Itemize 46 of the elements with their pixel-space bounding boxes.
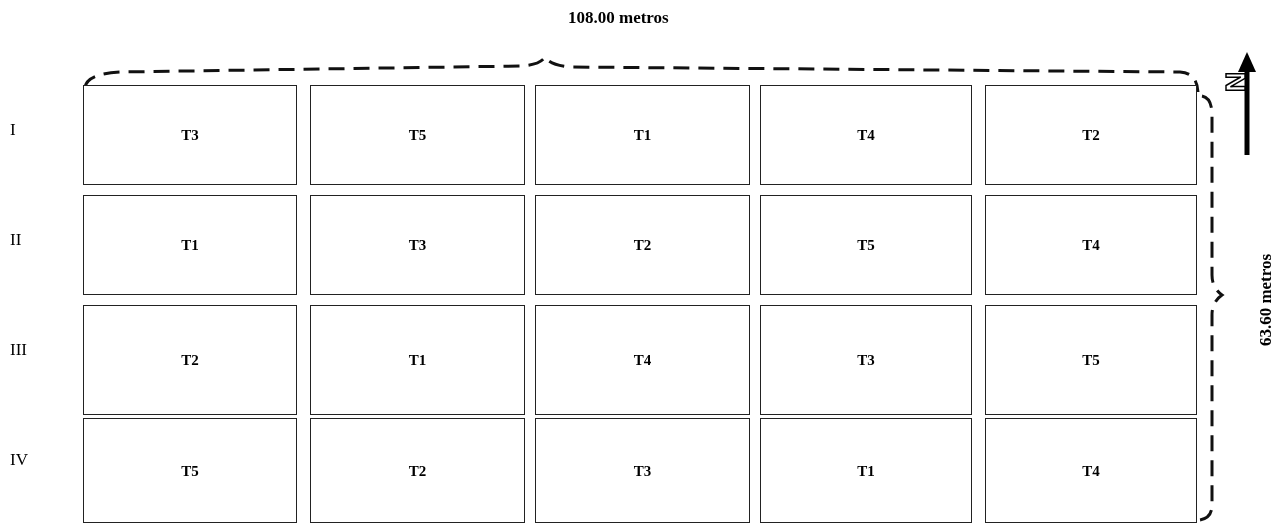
treatment-label: T3 xyxy=(632,462,653,479)
treatment-label: T3 xyxy=(180,126,200,144)
treatment-label: T3 xyxy=(407,236,428,254)
plot-box xyxy=(535,195,750,295)
plot-box xyxy=(760,305,972,415)
treatment-label: T5 xyxy=(856,236,876,254)
treatment-label: T4 xyxy=(856,126,876,144)
treatment-label: T4 xyxy=(632,351,653,369)
plot-box xyxy=(83,418,297,523)
treatment-label: T1 xyxy=(407,351,428,369)
plot-box xyxy=(310,85,525,185)
dimension-label: 63.60 metros xyxy=(1256,253,1277,347)
block-label: IV xyxy=(10,450,28,470)
plot-box xyxy=(985,418,1197,523)
plot-box xyxy=(83,305,297,415)
treatment-label: T5 xyxy=(1081,351,1101,369)
plot-box xyxy=(535,85,750,185)
plot-box xyxy=(310,305,525,415)
plot-box xyxy=(760,85,972,185)
plot-box xyxy=(310,418,525,523)
treatment-label: T2 xyxy=(407,462,428,479)
plot-box xyxy=(985,195,1197,295)
plot-box xyxy=(760,418,972,523)
treatment-label: T4 xyxy=(1081,236,1101,254)
block-label: I xyxy=(10,120,16,140)
plot-box xyxy=(985,85,1197,185)
treatment-label: T1 xyxy=(856,462,876,479)
treatment-label: T2 xyxy=(632,236,653,254)
plot-box xyxy=(83,85,297,185)
block-label: III xyxy=(10,340,27,360)
block-label: II xyxy=(10,230,22,250)
plot-box xyxy=(535,305,750,415)
plot-box xyxy=(985,305,1197,415)
dimension-label: 108.00 metros xyxy=(568,8,669,28)
treatment-label: T2 xyxy=(1081,126,1101,144)
plot-box xyxy=(83,195,297,295)
treatment-label: T5 xyxy=(407,126,428,144)
treatment-label: T4 xyxy=(1081,462,1101,479)
plot-box xyxy=(535,418,750,523)
plot-box xyxy=(310,195,525,295)
treatment-label: T3 xyxy=(856,351,876,369)
treatment-label: T1 xyxy=(180,236,200,254)
treatment-label: T1 xyxy=(632,126,653,144)
treatment-label: T5 xyxy=(180,462,200,479)
treatment-label: T2 xyxy=(180,351,200,369)
plot-box xyxy=(760,195,972,295)
